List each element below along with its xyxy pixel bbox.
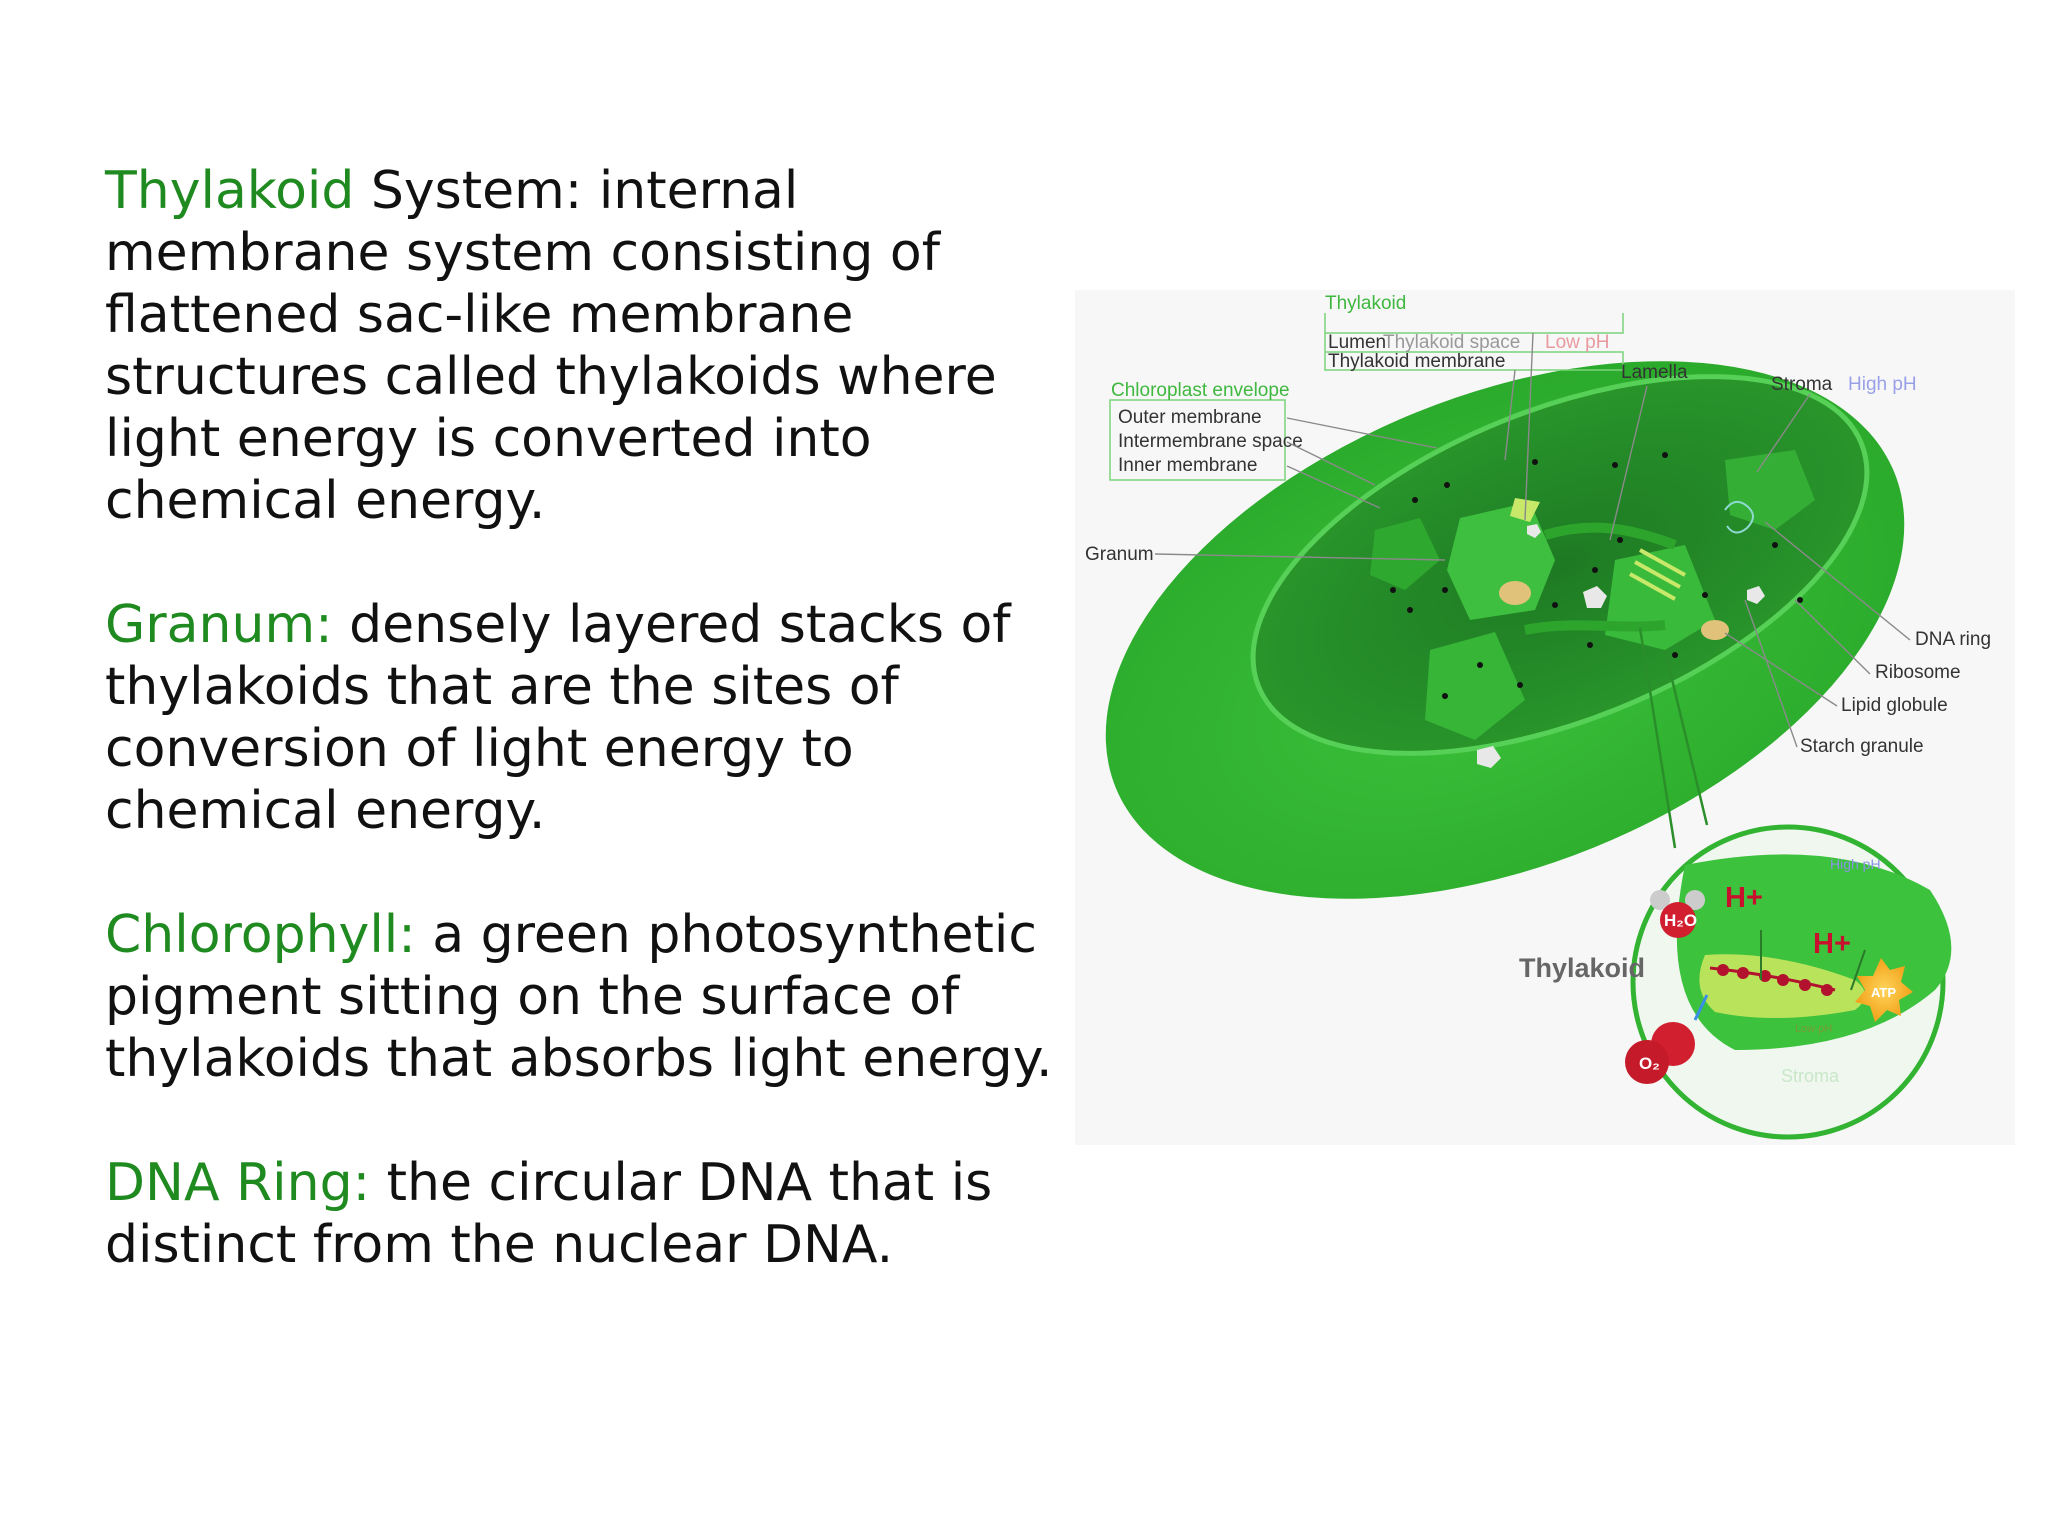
label-thylakoid-header: Thylakoid bbox=[1325, 293, 1406, 314]
dna-ring-definition-text: the circular DNA that is distinct from t… bbox=[105, 1153, 993, 1275]
inset-low-ph-label: Low pH bbox=[1795, 1023, 1832, 1035]
granum-definition: Granum: densely layered stacks of thylak… bbox=[105, 594, 1065, 842]
chlorophyll-definition-text: a green photosynthetic pigment sitting o… bbox=[105, 905, 1053, 1089]
inset-proton-path bbox=[1850, 949, 1866, 991]
lamella-band bbox=[1524, 620, 1666, 635]
term-dna-ring: DNA Ring: bbox=[105, 1153, 371, 1213]
starch-granule bbox=[1527, 524, 1541, 538]
label-outer-membrane: Outer membrane bbox=[1118, 407, 1262, 428]
atp-label: ATP bbox=[1871, 985, 1896, 1000]
water-label: H₂O bbox=[1664, 911, 1697, 930]
term-thylakoid: Thylakoid bbox=[105, 161, 355, 221]
inset-stroma-label: Stroma bbox=[1781, 1066, 1840, 1086]
oxygen-label: O₂ bbox=[1639, 1054, 1660, 1073]
granum-definition-text: densely layered stacks of thylakoids tha… bbox=[105, 595, 1011, 841]
granum-shape bbox=[1725, 450, 1815, 530]
label-envelope-header: Chloroplast envelope bbox=[1111, 380, 1290, 401]
dna-ring-definition: DNA Ring: the circular DNA that is disti… bbox=[105, 1152, 1065, 1276]
water-to-oxygen-arrow bbox=[1693, 994, 1709, 1021]
dna-ring bbox=[1724, 500, 1754, 534]
inset-connector bbox=[1663, 649, 1709, 826]
label-stroma: Stroma bbox=[1771, 374, 1833, 395]
label-low-ph: Low pH bbox=[1545, 332, 1609, 353]
lipid-globule bbox=[1499, 581, 1531, 605]
definitions-text: Thylakoid System: internal membrane syst… bbox=[105, 160, 1065, 1338]
oxygen-molecule: O₂ bbox=[1625, 1022, 1695, 1084]
term-chlorophyll: Chlorophyll: bbox=[105, 905, 416, 965]
thylakoid-definition-text: System: internal membrane system consist… bbox=[105, 161, 997, 531]
label-thylakoid-space: Thylakoid space bbox=[1383, 332, 1520, 353]
label-starch-granule: Starch granule bbox=[1800, 736, 1924, 757]
label-lamella: Lamella bbox=[1621, 362, 1688, 383]
h-plus-top: H+ bbox=[1725, 882, 1763, 914]
h-plus-right: H+ bbox=[1813, 928, 1851, 960]
inset-thylakoid-label: Thylakoid bbox=[1519, 953, 1645, 983]
leader-lines bbox=[1154, 332, 1911, 748]
label-dna-ring: DNA ring bbox=[1915, 629, 1991, 650]
granum-shape bbox=[1370, 518, 1440, 590]
label-ribosome: Ribosome bbox=[1875, 662, 1961, 683]
inner-membrane-ring bbox=[1250, 374, 1870, 756]
inset-high-ph-label: High pH bbox=[1830, 856, 1881, 872]
label-inner-membrane: Inner membrane bbox=[1118, 455, 1257, 476]
chloroplast-svg: Thylakoid Lumen Thylakoid space Low pH T… bbox=[1085, 293, 1991, 1140]
label-lumen: Lumen bbox=[1328, 332, 1386, 353]
label-lipid-globule: Lipid globule bbox=[1841, 695, 1948, 716]
starch-granule bbox=[1747, 586, 1765, 604]
term-granum: Granum: bbox=[105, 595, 333, 655]
lipid-globule bbox=[1701, 620, 1729, 640]
label-stroma-high-ph: High pH bbox=[1848, 374, 1917, 395]
water-molecule: H₂O bbox=[1650, 890, 1705, 938]
thylakoid-definition: Thylakoid System: internal membrane syst… bbox=[105, 160, 1065, 532]
envelope-label-bracket bbox=[1109, 399, 1286, 481]
label-thylakoid-membrane: Thylakoid membrane bbox=[1328, 351, 1505, 372]
ribosome-dots bbox=[1390, 452, 1803, 699]
atp-molecule: ATP bbox=[1855, 958, 1913, 1022]
thylakoid-label-bracket bbox=[1324, 313, 1624, 371]
chlorophyll-definition: Chlorophyll: a green photosynthetic pigm… bbox=[105, 904, 1065, 1090]
lamella-stripes bbox=[1629, 548, 1686, 601]
granum-shape bbox=[1425, 632, 1525, 740]
label-granum: Granum bbox=[1085, 544, 1154, 565]
inset-connector bbox=[1638, 627, 1677, 849]
lamella-band bbox=[1543, 522, 1677, 550]
starch-granule bbox=[1477, 746, 1501, 768]
chloroplast-diagram: Thylakoid Lumen Thylakoid space Low pH T… bbox=[1075, 290, 2015, 1145]
starch-granule bbox=[1583, 586, 1607, 608]
label-intermembrane-space: Intermembrane space bbox=[1118, 431, 1303, 452]
